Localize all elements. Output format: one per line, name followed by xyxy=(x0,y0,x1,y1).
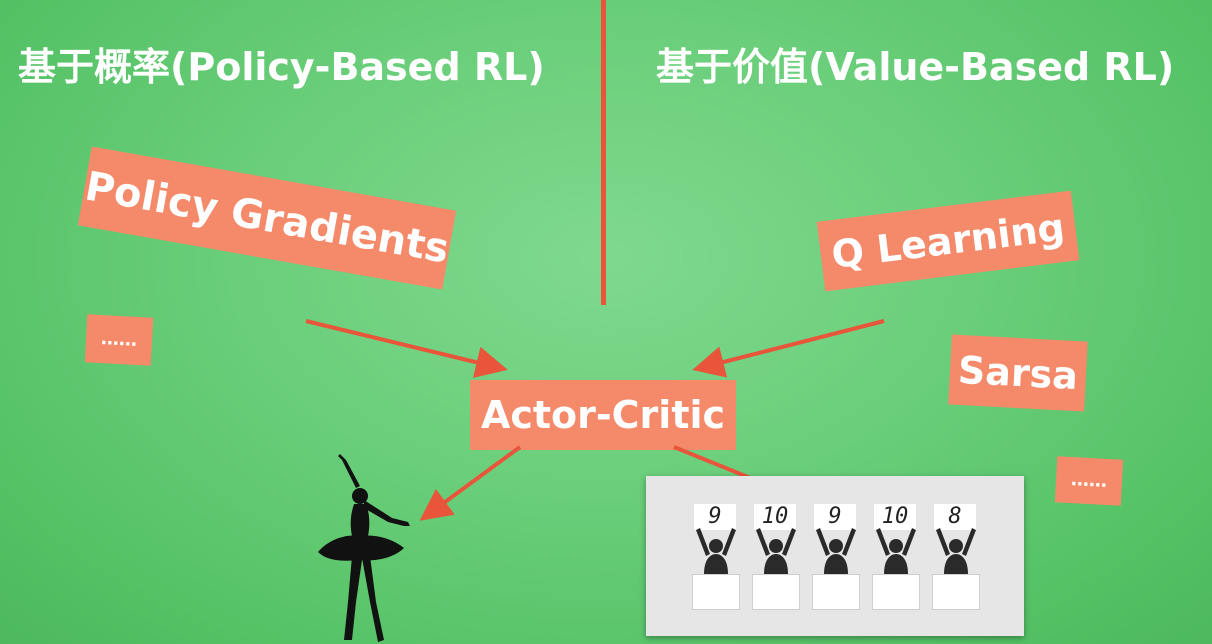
arrow-value-to-actor-critic xyxy=(692,319,885,378)
policy-based-heading: 基于概率(Policy-Based RL) xyxy=(18,45,545,89)
ellipsis-left-tag: …… xyxy=(84,314,154,366)
judge-2: 10 xyxy=(750,476,810,636)
judge-figure-icon xyxy=(876,528,916,574)
q-learning-tag: Q Learning xyxy=(816,190,1080,292)
arrow-actor-critic-to-actor xyxy=(419,445,522,521)
center-divider xyxy=(601,0,606,305)
judge-figure-icon xyxy=(816,528,856,574)
judge-desk xyxy=(872,574,920,610)
judge-1: 9 xyxy=(690,476,750,636)
arrow-policy-to-actor-critic xyxy=(305,319,508,378)
score-card: 9 xyxy=(694,504,736,530)
policy-gradients-tag: Policy Gradients xyxy=(77,146,457,290)
ballerina-silhouette-icon xyxy=(318,454,410,642)
judge-desk xyxy=(752,574,800,610)
value-based-heading: 基于价值(Value-Based RL) xyxy=(656,45,1175,89)
actor-critic-tag: Actor-Critic xyxy=(470,380,736,450)
sarsa-tag: Sarsa xyxy=(948,334,1088,412)
judges-panel: 9 10 9 10 8 xyxy=(646,476,1024,636)
judge-desk xyxy=(692,574,740,610)
judge-figure-icon xyxy=(936,528,976,574)
judge-desk xyxy=(932,574,980,610)
score-card: 8 xyxy=(934,504,976,530)
judge-3: 9 xyxy=(810,476,870,636)
judge-desk xyxy=(812,574,860,610)
judge-4: 10 xyxy=(870,476,930,636)
ellipsis-right-tag: …… xyxy=(1054,456,1124,506)
score-card: 9 xyxy=(814,504,856,530)
score-card: 10 xyxy=(754,504,796,530)
judge-figure-icon xyxy=(756,528,796,574)
score-card: 10 xyxy=(874,504,916,530)
judge-figure-icon xyxy=(696,528,736,574)
judge-5: 8 xyxy=(930,476,990,636)
